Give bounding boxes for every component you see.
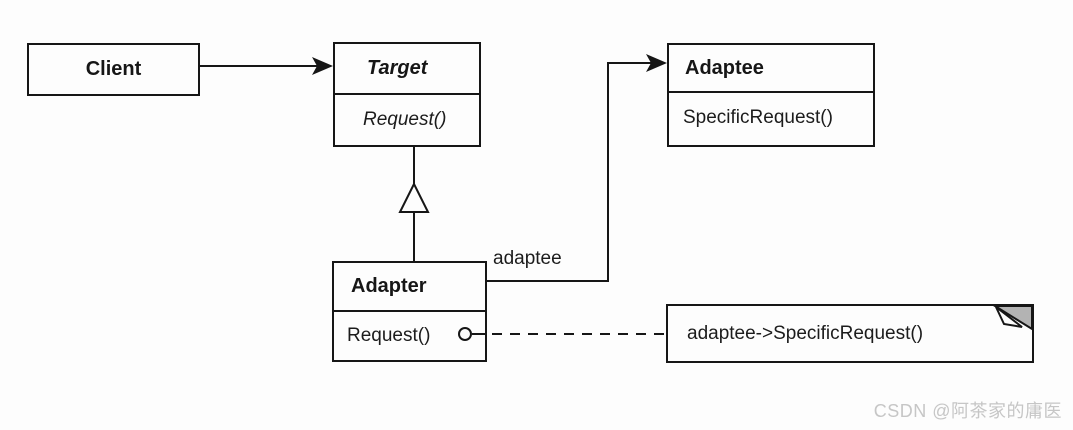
client-class-name: Client	[85, 58, 142, 80]
adapter-class-name: Adapter	[334, 263, 485, 312]
pseudocode-dashed-connector	[458, 327, 666, 341]
adaptee-class-name: Adaptee	[669, 45, 873, 93]
target-class-name: Target	[335, 44, 479, 95]
implementation-note-text: adaptee->SpecificRequest()	[687, 322, 924, 344]
adapter-to-target-generalization	[398, 147, 430, 261]
association-label-adaptee: adaptee	[493, 248, 562, 269]
csdn-watermark: CSDN @阿茶家的庸医	[873, 401, 1062, 421]
target-method-request: Request()	[363, 109, 447, 130]
adapter-method-request: Request()	[347, 325, 431, 346]
implementation-note-box: adaptee->SpecificRequest()	[666, 304, 1034, 363]
client-to-target-arrow	[200, 57, 333, 75]
adaptee-class-box: Adaptee SpecificRequest()	[667, 43, 875, 147]
target-class-box: Target Request()	[333, 42, 481, 147]
adaptee-method-specificrequest: SpecificRequest()	[683, 107, 833, 128]
adapter-class-box: Adapter Request()	[332, 261, 487, 362]
adapter-to-adaptee-arrow	[487, 54, 667, 282]
client-class-box: Client	[27, 43, 200, 96]
